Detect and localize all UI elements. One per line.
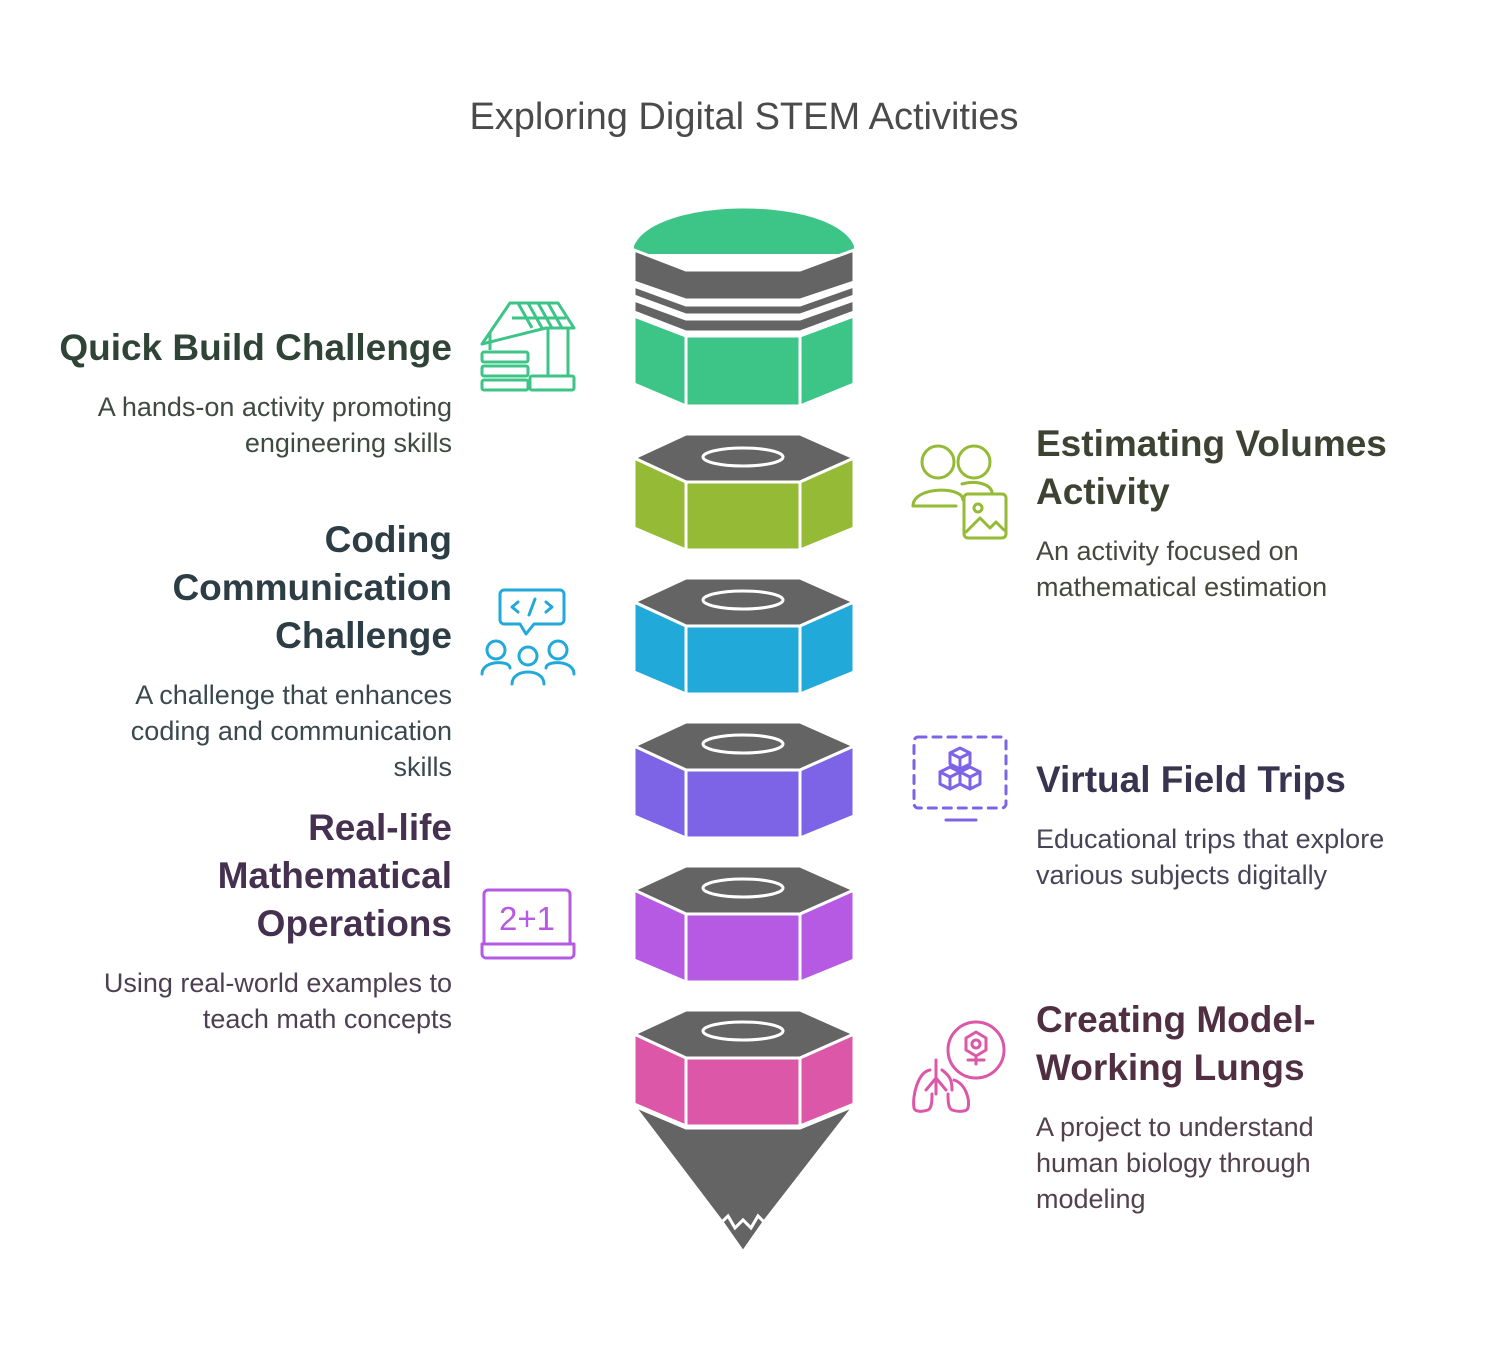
lungs-icon: [912, 1020, 1006, 1113]
page-title: Exploring Digital STEM Activities: [469, 96, 1019, 138]
real-life-heading: Real-life Mathematical Operations: [217, 807, 452, 944]
house-construction-icon: [480, 301, 576, 392]
item-quick-build: Quick Build Challenge A hands-on activit…: [40, 324, 452, 461]
real-life-description: Using real-world examples to teach math …: [103, 968, 452, 1034]
segment-indigo: [630, 720, 858, 840]
item-lungs: Creating Model- Working Lungs A project …: [1036, 996, 1456, 1217]
item-real-life: Real-life Mathematical Operations Using …: [40, 804, 452, 1037]
laptop-math-icon: 2+1: [480, 888, 576, 960]
item-coding: Coding Communication Challenge A challen…: [40, 516, 452, 785]
pencil-tip: [629, 1102, 859, 1255]
virtual-heading: Virtual Field Trips: [1036, 759, 1346, 800]
coding-description: A challenge that enhances coding and com…: [130, 680, 452, 782]
laptop-math-text: 2+1: [499, 900, 555, 937]
cap-top: [634, 208, 854, 254]
item-virtual: Virtual Field Trips Educational trips th…: [1036, 756, 1456, 893]
pencil-cap: [632, 208, 856, 408]
coding-heading: Coding Communication Challenge: [172, 519, 452, 656]
pencil-stack: [629, 208, 859, 1255]
segment-olive: [630, 432, 858, 552]
estimating-description: An activity focused on mathematical esti…: [1036, 536, 1328, 602]
cap-band-2: [632, 283, 856, 317]
segment-pink: [630, 1008, 858, 1128]
lungs-heading: Creating Model- Working Lungs: [1036, 999, 1316, 1088]
segment-purple: [630, 864, 858, 984]
cap-band-3: [632, 297, 856, 334]
segment-blue: [630, 576, 858, 696]
item-estimating: Estimating Volumes Activity An activity …: [1036, 420, 1456, 605]
code-team-icon: [480, 588, 576, 686]
cap-band-1: [632, 247, 856, 302]
quick-build-heading: Quick Build Challenge: [59, 327, 452, 368]
lungs-description: A project to understand human biology th…: [1036, 1112, 1314, 1214]
estimating-heading: Estimating Volumes Activity: [1036, 423, 1387, 512]
cubes-vr-icon: [912, 735, 1008, 822]
users-image-icon: [911, 444, 1008, 540]
quick-build-description: A hands-on activity promoting engineerin…: [97, 392, 452, 458]
virtual-description: Educational trips that explore various s…: [1036, 824, 1385, 890]
